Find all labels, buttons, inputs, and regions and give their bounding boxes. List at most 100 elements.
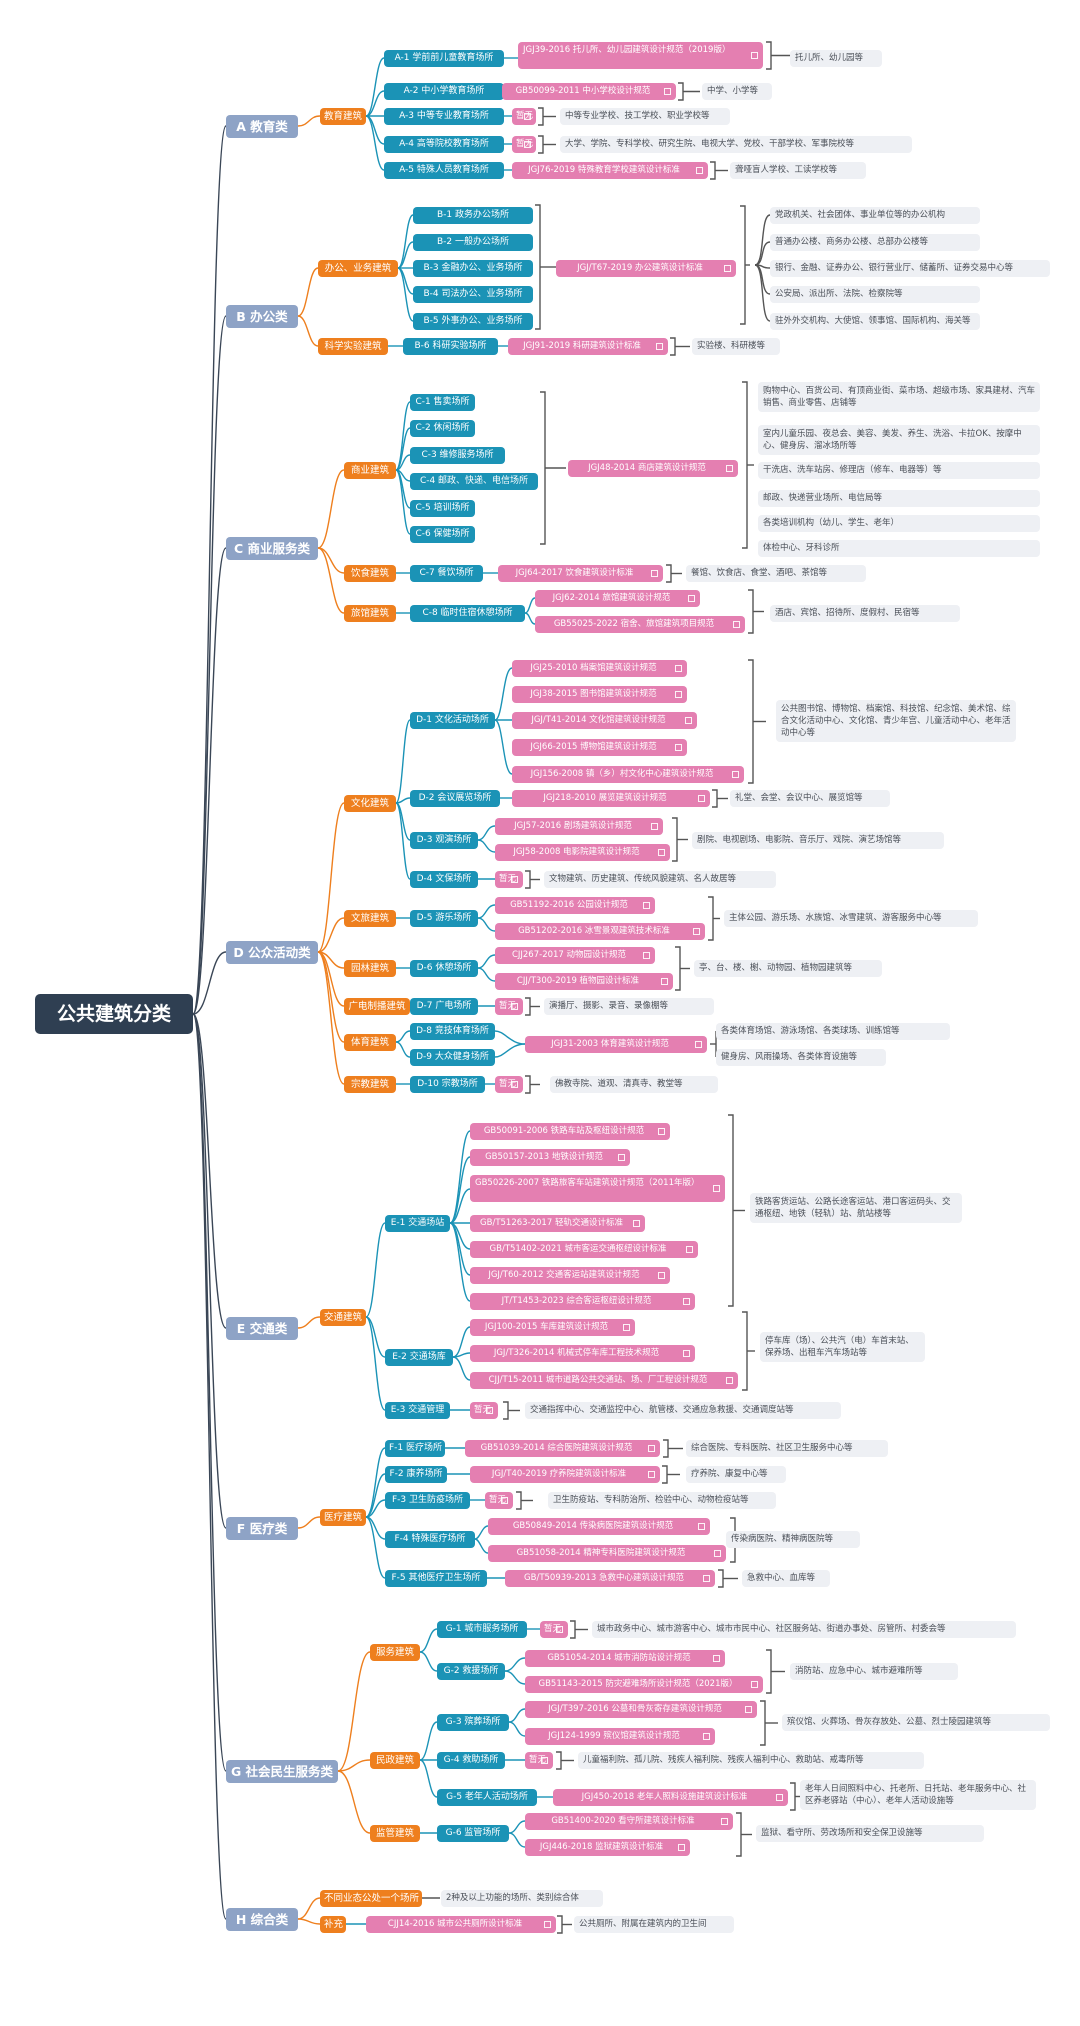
standard-link[interactable]: JGJ25-2010 档案馆建筑设计规范 [512, 660, 687, 677]
standard-text[interactable]: JGJ38-2015 图书馆建筑设计规范 [530, 689, 657, 699]
external-link-icon[interactable] [751, 51, 758, 59]
standard-text[interactable]: JGJ124-1999 殡仪馆建筑设计规范 [548, 1731, 680, 1741]
standard-link[interactable]: GB51143-2015 防灾避难场所设计规范（2021版） [525, 1676, 763, 1693]
standard-link[interactable]: JGJ156-2008 镇（乡）村文化中心建筑设计规范 [512, 766, 744, 783]
external-link-icon[interactable] [556, 1625, 563, 1633]
external-link-icon[interactable] [686, 1245, 693, 1253]
standard-link[interactable]: JGJ31-2003 体育建筑设计规范 [525, 1036, 707, 1053]
external-link-icon[interactable] [688, 594, 695, 602]
standard-text[interactable]: GB55025-2022 宿舍、旅馆建筑项目规范 [553, 619, 715, 629]
standard-text[interactable]: CJJ267-2017 动物园设计规范 [511, 950, 627, 960]
external-link-icon[interactable] [658, 1271, 665, 1279]
external-link-icon[interactable] [732, 770, 739, 778]
standard-text[interactable]: GB51202-2016 冰雪景观建筑技术标准 [518, 926, 670, 936]
standard-text[interactable]: JGJ100-2015 车库建筑设计规范 [484, 1322, 609, 1332]
external-link-icon[interactable] [524, 112, 531, 120]
external-link-icon[interactable] [683, 1297, 690, 1305]
external-link-icon[interactable] [643, 951, 650, 959]
standard-link[interactable]: CJJ/T15-2011 城市道路公共交通站、场、厂工程设计规范 [470, 1372, 738, 1389]
standard-text[interactable]: JT/T1453-2023 综合客运枢纽设计规范 [501, 1296, 652, 1306]
standard-link[interactable]: JGJ66-2015 博物馆建筑设计规范 [512, 739, 687, 756]
standard-link[interactable]: GB51400-2020 看守所建筑设计标准 [525, 1813, 733, 1830]
external-link-icon[interactable] [751, 1680, 758, 1688]
external-link-icon[interactable] [623, 1323, 630, 1331]
standard-text[interactable]: 暂无 [499, 874, 517, 884]
external-link-icon[interactable] [633, 1219, 640, 1227]
external-link-icon[interactable] [658, 1127, 665, 1135]
standard-text[interactable]: GB51039-2014 综合医院建筑设计规范 [480, 1443, 633, 1453]
standard-link[interactable]: 暂无 [512, 136, 536, 153]
standard-text[interactable]: JGJ446-2018 监狱建筑设计标准 [539, 1842, 664, 1852]
standard-text[interactable]: JGJ/T326-2014 机械式停车库工程技术规范 [493, 1348, 660, 1358]
external-link-icon[interactable] [675, 664, 682, 672]
standard-text[interactable]: GB51143-2015 防灾避难场所设计规范（2021版） [538, 1679, 738, 1689]
external-link-icon[interactable] [698, 794, 705, 802]
standard-text[interactable]: JGJ64-2017 饮食建筑设计标准 [515, 568, 634, 578]
external-link-icon[interactable] [511, 1080, 518, 1088]
external-link-icon[interactable] [698, 1522, 705, 1530]
external-link-icon[interactable] [675, 743, 682, 751]
external-link-icon[interactable] [511, 1002, 518, 1010]
external-link-icon[interactable] [745, 1705, 752, 1713]
standard-text[interactable]: GB50849-2014 传染病医院建筑设计规范 [512, 1521, 674, 1531]
external-link-icon[interactable] [541, 1756, 548, 1764]
standard-link[interactable]: JGJ62-2014 旅馆建筑设计规范 [535, 590, 700, 607]
standard-text[interactable]: GB51400-2020 看守所建筑设计标准 [551, 1816, 695, 1826]
standard-link[interactable]: CJJ14-2016 城市公共厕所设计标准 [366, 1916, 556, 1933]
external-link-icon[interactable] [721, 1817, 728, 1825]
standard-link[interactable]: JGJ218-2010 展览建筑设计规范 [512, 790, 710, 807]
standard-link[interactable]: GB50226-2007 铁路旅客车站建筑设计规范（2011年版） [470, 1175, 725, 1202]
standard-link[interactable]: 暂无 [495, 871, 523, 888]
external-link-icon[interactable] [683, 1349, 690, 1357]
standard-text[interactable]: JGJ/T60-2012 交通客运站建筑设计规范 [488, 1270, 640, 1280]
standard-link[interactable]: GB/T51263-2017 轻轨交通设计标准 [470, 1215, 645, 1232]
standard-text[interactable]: 暂无 [544, 1624, 562, 1634]
standard-text[interactable]: JGJ39-2016 托儿所、幼儿园建筑设计规范（2019版） [523, 45, 731, 55]
standard-text[interactable]: 暂无 [499, 1001, 517, 1011]
standard-link[interactable]: GB/T51402-2021 城市客运交通枢纽设计标准 [470, 1241, 698, 1258]
external-link-icon[interactable] [643, 901, 650, 909]
external-link-icon[interactable] [724, 264, 731, 272]
standard-text[interactable]: 暂无 [474, 1405, 492, 1415]
standard-link[interactable]: 暂无 [525, 1752, 553, 1769]
standard-link[interactable]: CJJ267-2017 动物园设计规范 [495, 947, 655, 964]
standard-text[interactable]: JGJ218-2010 展览建筑设计规范 [543, 793, 667, 803]
external-link-icon[interactable] [658, 848, 665, 856]
standard-link[interactable]: GB51058-2014 精神专科医院建筑设计规范 [488, 1545, 726, 1562]
standard-link[interactable]: JGJ64-2017 饮食建筑设计标准 [498, 565, 663, 582]
standard-text[interactable]: GB/T51402-2021 城市客运交通枢纽设计标准 [489, 1244, 667, 1254]
standard-text[interactable]: JGJ25-2010 档案馆建筑设计规范 [530, 663, 657, 673]
standard-text[interactable]: GB50099-2011 中小学校设计规范 [515, 86, 651, 96]
standard-text[interactable]: JGJ66-2015 博物馆建筑设计规范 [530, 742, 657, 752]
external-link-icon[interactable] [678, 1843, 685, 1851]
standard-text[interactable]: GB/T51263-2017 轻轨交通设计标准 [480, 1218, 623, 1228]
standard-link[interactable]: GB50099-2011 中小学校设计规范 [502, 83, 676, 100]
standard-text[interactable]: CJJ14-2016 城市公共厕所设计标准 [387, 1919, 523, 1929]
standard-link[interactable]: JGJ/T326-2014 机械式停车库工程技术规范 [470, 1345, 695, 1362]
standard-link[interactable]: JGJ76-2019 特殊教育学校建筑设计标准 [512, 162, 708, 179]
standard-text[interactable]: CJJ/T300-2019 植物园设计标准 [516, 976, 640, 986]
external-link-icon[interactable] [524, 140, 531, 148]
standard-link[interactable]: CJJ/T300-2019 植物园设计标准 [495, 973, 673, 990]
external-link-icon[interactable] [733, 620, 740, 628]
standard-text[interactable]: GB50091-2006 铁路车站及枢纽设计规范 [483, 1126, 645, 1136]
standard-text[interactable]: JGJ31-2003 体育建筑设计规范 [551, 1039, 669, 1049]
standard-text[interactable]: 暂无 [499, 1079, 517, 1089]
standard-text[interactable]: JGJ450-2018 老年人照料设施建筑设计标准 [581, 1792, 748, 1802]
external-link-icon[interactable] [648, 1470, 655, 1478]
external-link-icon[interactable] [726, 464, 733, 472]
standard-link[interactable]: 暂无 [470, 1402, 498, 1419]
external-link-icon[interactable] [651, 569, 658, 577]
standard-link[interactable]: 暂无 [512, 108, 536, 125]
external-link-icon[interactable] [618, 1153, 625, 1161]
standard-link[interactable]: JGJ/T67-2019 办公建筑设计标准 [556, 260, 736, 277]
standard-link[interactable]: JGJ/T41-2014 文化馆建筑设计规范 [512, 712, 697, 729]
external-link-icon[interactable] [695, 1040, 702, 1048]
standard-link[interactable]: JGJ48-2014 商店建筑设计规范 [568, 460, 738, 477]
external-link-icon[interactable] [661, 977, 668, 985]
standard-link[interactable]: JGJ91-2019 科研建筑设计标准 [508, 338, 668, 355]
standard-link[interactable]: JGJ58-2008 电影院建筑设计规范 [495, 844, 670, 861]
external-link-icon[interactable] [486, 1406, 493, 1414]
standard-link[interactable]: JGJ446-2018 监狱建筑设计标准 [525, 1839, 690, 1856]
external-link-icon[interactable] [685, 716, 692, 724]
